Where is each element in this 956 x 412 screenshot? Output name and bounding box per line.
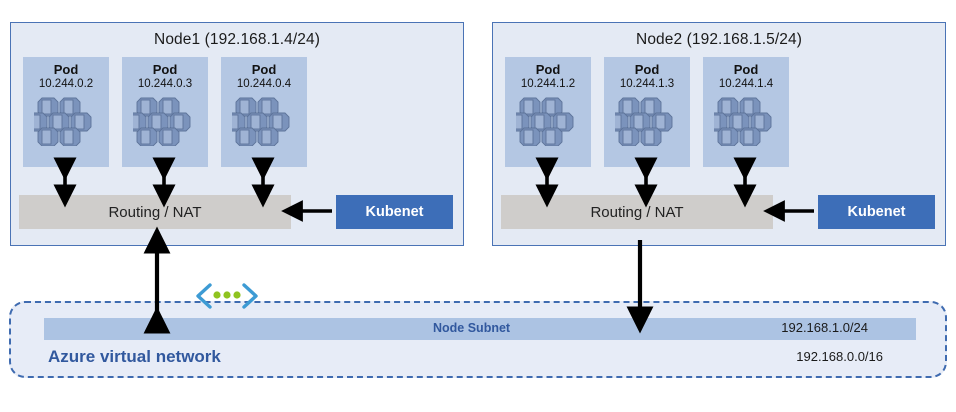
routing-nat-label: Routing / NAT — [590, 203, 684, 221]
pod-ip: 10.244.0.2 — [38, 78, 94, 90]
pod-label: Pod — [535, 62, 561, 77]
container-cluster-icon — [615, 97, 673, 146]
container-cluster-icon — [34, 97, 92, 146]
vnet-label: Azure virtual network — [48, 347, 221, 366]
pod-label: Pod — [733, 62, 759, 77]
kubenet-box[interactable]: Kubenet — [818, 195, 935, 229]
pod-ip: 10.244.1.2 — [520, 78, 576, 90]
pod-label: Pod — [53, 62, 79, 77]
pod-box[interactable]: Pod 10.244.1.4 — [703, 57, 789, 167]
node-box-node2: Node2 (192.168.1.5/24) Pod 10.244.1.2 Po… — [492, 22, 946, 246]
kubenet-label: Kubenet — [847, 204, 906, 220]
container-cluster-icon — [133, 97, 191, 146]
kubenet-label: Kubenet — [365, 204, 424, 220]
azure-virtual-network-box: Node Subnet 192.168.1.0/24 Azure virtual… — [9, 301, 947, 378]
pod-box[interactable]: Pod 10.244.1.2 — [505, 57, 591, 167]
kubenet-box[interactable]: Kubenet — [336, 195, 453, 229]
routing-nat-label: Routing / NAT — [108, 203, 202, 221]
node-subnet-label: Node Subnet — [433, 321, 511, 335]
vnet-cidr: 192.168.0.0/16 — [796, 349, 883, 364]
routing-nat-bar[interactable]: Routing / NAT — [19, 195, 291, 229]
pod-box[interactable]: Pod 10.244.0.2 — [23, 57, 109, 167]
node-box-node1: Node1 (192.168.1.4/24) Pod 10.244.0.2 Po… — [10, 22, 464, 246]
node-link-icon — [196, 283, 258, 309]
pod-label: Pod — [152, 62, 178, 77]
container-cluster-icon — [516, 97, 574, 146]
node-subnet-bar: Node Subnet 192.168.1.0/24 — [44, 318, 916, 340]
node-subnet-cidr: 192.168.1.0/24 — [781, 320, 868, 335]
pod-label: Pod — [251, 62, 277, 77]
node-title-node2: Node2 (192.168.1.5/24) — [636, 31, 802, 48]
pod-label: Pod — [634, 62, 660, 77]
routing-nat-bar[interactable]: Routing / NAT — [501, 195, 773, 229]
container-cluster-icon — [232, 97, 290, 146]
pod-box[interactable]: Pod 10.244.1.3 — [604, 57, 690, 167]
node-title-node1: Node1 (192.168.1.4/24) — [154, 31, 320, 48]
pod-ip: 10.244.1.3 — [619, 78, 675, 90]
pod-ip: 10.244.0.3 — [137, 78, 193, 90]
pod-box[interactable]: Pod 10.244.0.3 — [122, 57, 208, 167]
pod-box[interactable]: Pod 10.244.0.4 — [221, 57, 307, 167]
container-cluster-icon — [714, 97, 772, 146]
pod-ip: 10.244.1.4 — [718, 78, 774, 90]
pod-ip: 10.244.0.4 — [236, 78, 292, 90]
